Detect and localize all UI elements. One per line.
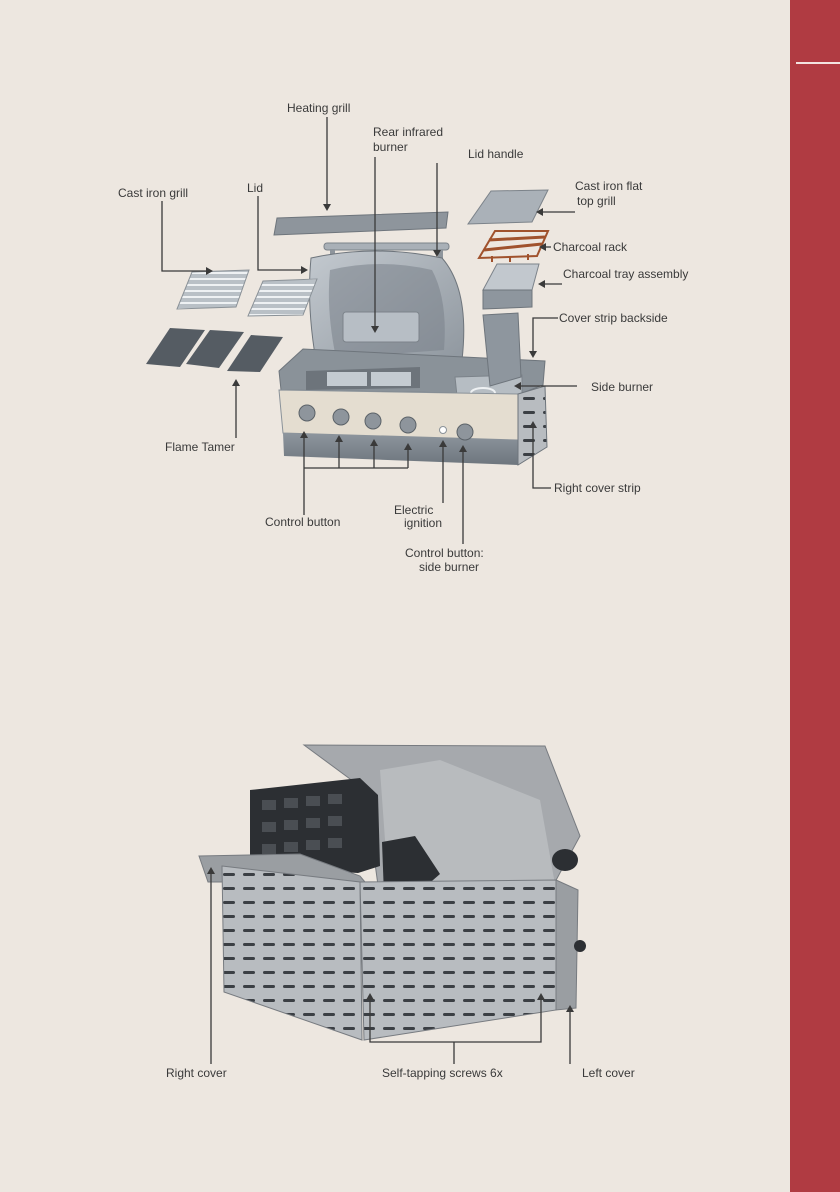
exploded-grill-diagram: Heating grill Rear infrared burner Lid h… <box>0 0 790 1192</box>
label-side-burner: Side burner <box>591 380 653 394</box>
label-lid-handle: Lid handle <box>468 147 524 161</box>
label-control-button-side-burner-line1: Control button: <box>405 546 484 560</box>
flame-tamer-parts <box>146 328 283 372</box>
heating-grill-part <box>274 212 448 235</box>
label-cast-iron-flat-top-grill-line1: Cast iron flat <box>575 179 643 193</box>
label-flame-tamer: Flame Tamer <box>165 440 235 454</box>
label-control-button-side-burner-line2: side burner <box>419 560 479 574</box>
label-charcoal-tray-assembly: Charcoal tray assembly <box>563 267 688 281</box>
cover-strip-backside-part <box>483 313 521 386</box>
label-electric-ignition-line1: Electric <box>394 503 433 517</box>
label-cover-strip-backside: Cover strip backside <box>559 311 668 325</box>
label-right-cover-strip: Right cover strip <box>554 481 641 495</box>
label-rear-infrared-burner-line2: burner <box>373 140 408 154</box>
rear-infrared-burner-part <box>343 312 419 342</box>
label-lid: Lid <box>247 181 263 195</box>
side-band-rule <box>796 62 840 64</box>
label-charcoal-rack: Charcoal rack <box>553 240 628 254</box>
label-rear-infrared-burner-line1: Rear infrared <box>373 125 443 139</box>
label-control-button: Control button <box>265 515 340 529</box>
label-right-cover: Right cover <box>166 1066 227 1080</box>
cast-iron-grill-parts <box>177 270 317 316</box>
label-cast-iron-grill: Cast iron grill <box>118 186 188 200</box>
side-color-band <box>790 0 840 1192</box>
charcoal-rack-part <box>479 231 548 262</box>
rear-view-grill <box>199 745 586 1040</box>
label-left-cover: Left cover <box>582 1066 635 1080</box>
label-self-tapping-screws: Self-tapping screws 6x <box>382 1066 503 1080</box>
cast-iron-flat-top-grill-part <box>468 190 548 224</box>
label-heating-grill: Heating grill <box>287 101 350 115</box>
label-electric-ignition-line2: ignition <box>404 516 442 530</box>
label-cast-iron-flat-top-grill-line2: top grill <box>577 194 616 208</box>
charcoal-tray-assembly-part <box>483 264 539 309</box>
